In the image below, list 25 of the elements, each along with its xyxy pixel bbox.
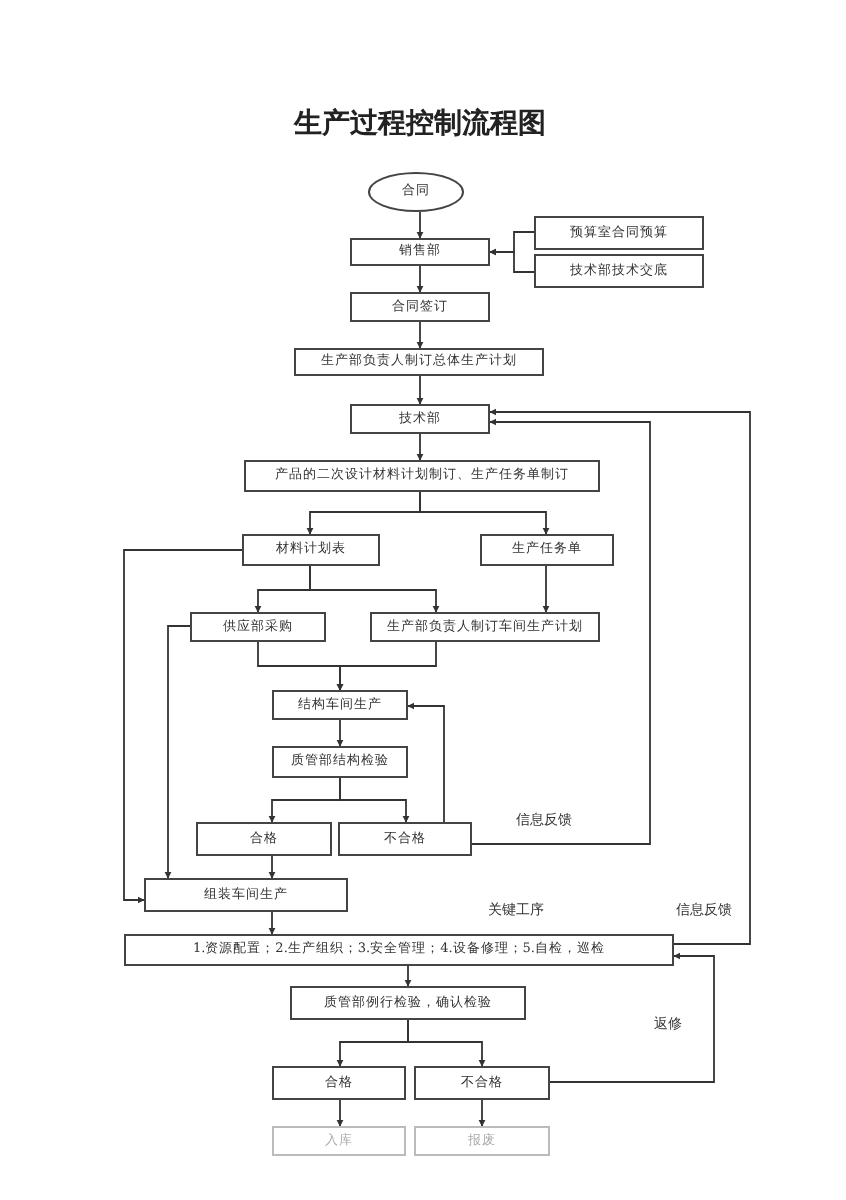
arrow (309, 565, 440, 613)
title: 生产过程控制流程图 (294, 106, 546, 142)
arrow (268, 855, 276, 879)
arrow (549, 952, 715, 1083)
arrow (416, 265, 424, 293)
arrow (489, 408, 751, 945)
arrow (419, 491, 550, 535)
arrow (407, 702, 445, 823)
arrow (542, 565, 550, 613)
arrow (336, 641, 437, 691)
arrow (268, 911, 276, 935)
arrow (404, 965, 412, 987)
arrow (123, 549, 243, 904)
arrow (416, 211, 424, 239)
arrow (164, 625, 191, 879)
arrow (336, 719, 344, 747)
arrow (416, 321, 424, 349)
arrow (489, 248, 535, 273)
arrow (407, 1019, 486, 1067)
arrow (478, 1099, 486, 1127)
arrow (416, 375, 424, 405)
arrow (336, 1099, 344, 1127)
arrow (416, 433, 424, 461)
arrow (471, 418, 651, 845)
arrow (339, 777, 410, 823)
